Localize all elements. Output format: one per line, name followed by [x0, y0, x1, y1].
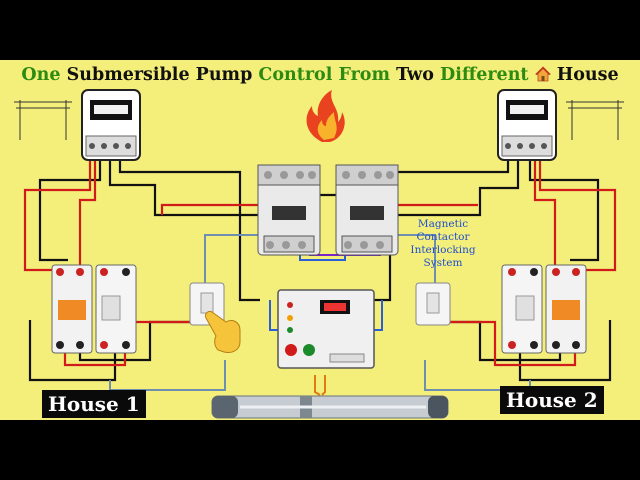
- house-2-label: House 2: [500, 386, 604, 414]
- note-line-2: Contactor: [416, 231, 470, 243]
- title-word-different: Different: [440, 65, 529, 85]
- fire-emoji-icon: [306, 90, 345, 142]
- energy-meter-right: [497, 89, 557, 161]
- interlocking-note: Magnetic Contactor Interlocking System: [403, 218, 483, 270]
- title-word-pump: Submersible Pump: [66, 65, 253, 85]
- switch-house-1: [189, 282, 225, 326]
- title-word-house: House: [556, 65, 619, 85]
- rccb-breaker-left: [95, 264, 137, 354]
- rccb-breaker-right: [501, 264, 543, 354]
- red-wires: [23, 160, 617, 367]
- title-word-control: Control From: [258, 65, 390, 85]
- note-line-3: Interlocking: [410, 244, 476, 256]
- house-1-label: House 1: [42, 390, 146, 418]
- title-word-one: One: [21, 65, 61, 85]
- note-line-4: System: [423, 257, 463, 269]
- switch-house-2: [415, 282, 451, 326]
- diagram-canvas: One Submersible Pump Control From Two Di…: [0, 60, 640, 420]
- energy-meter-left: [81, 89, 141, 161]
- note-line-1: Magnetic: [417, 218, 469, 230]
- wiring-diagram: [14, 89, 624, 419]
- utility-pole-icon: [566, 100, 624, 140]
- magnetic-contactor-right: [335, 164, 399, 256]
- pointing-hand-icon: [205, 311, 241, 353]
- submersible-pump: [211, 395, 449, 419]
- pump-control-panel: [277, 289, 375, 369]
- mcb-breaker-left: [51, 264, 93, 354]
- mcb-breaker-right: [545, 264, 587, 354]
- magnetic-contactor-left: [257, 164, 321, 256]
- title-word-two: Two: [396, 65, 434, 85]
- utility-pole-icon: [14, 100, 72, 140]
- page-title: One Submersible Pump Control From Two Di…: [0, 60, 640, 90]
- house-emoji-icon: [534, 66, 551, 82]
